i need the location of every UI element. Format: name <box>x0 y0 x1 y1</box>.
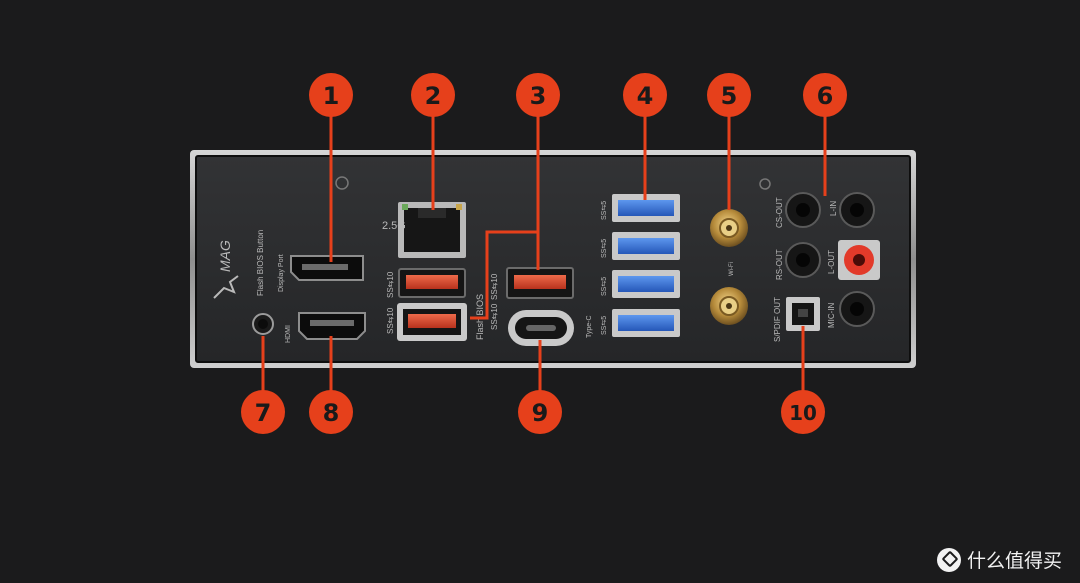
usb-ss10-label: SS⇆10 <box>386 307 395 334</box>
usb-ss5-label: SS⇆5 <box>601 277 608 296</box>
screw-icon <box>759 178 771 190</box>
wifi-label: Wi-Fi <box>729 262 735 276</box>
callout-8-label: 8 <box>323 399 340 427</box>
audio-cs-out-jack[interactable] <box>785 192 821 228</box>
usb-ss5-label: SS⇆5 <box>601 201 608 220</box>
usb-ss5-label: SS⇆5 <box>601 239 608 258</box>
audio-line-out-label: L-OUT <box>827 250 836 274</box>
watermark-logo-icon <box>936 547 961 572</box>
callout-badges: 1 2 3 4 5 6 7 8 <box>241 73 847 434</box>
usb-10g-port-top[interactable] <box>398 268 466 298</box>
callout-9-label: 9 <box>532 399 549 427</box>
audio-line-in-label: L-IN <box>829 201 838 216</box>
usb-10g-port-front[interactable] <box>506 267 574 299</box>
usb-ss5-label: SS⇆5 <box>601 316 608 335</box>
leader-3 <box>470 116 540 320</box>
watermark: 什么值得买 <box>936 546 1062 573</box>
callout-2-label: 2 <box>425 82 442 110</box>
hdmi-label: HDMI <box>285 325 292 343</box>
lan-speed-label: 2.5G <box>382 220 406 232</box>
usb-5g-port-1[interactable] <box>612 194 680 222</box>
callout-leaders <box>261 116 827 392</box>
callout-7-label: 7 <box>255 399 272 427</box>
wifi-antenna-connector-bottom[interactable] <box>710 287 748 325</box>
callout-10-label: 10 <box>789 401 817 425</box>
usb-type-c-port[interactable] <box>508 310 574 346</box>
usb-5g-port-4[interactable] <box>612 309 680 337</box>
usb-5g-port-3[interactable] <box>612 270 680 298</box>
usb-ss10-label: SS⇆10 <box>490 303 499 330</box>
audio-cs-out-label: CS-OUT <box>775 197 784 228</box>
callout-1-label: 1 <box>323 82 340 110</box>
type-c-label: Type-C <box>586 315 593 338</box>
spdif-out-label: S/PDIF OUT <box>773 297 782 342</box>
callout-5: 5 <box>707 73 751 117</box>
callout-9: 9 <box>518 390 562 434</box>
brand-area: MAG Flash BIOS Button Display Port HDMI <box>213 230 292 343</box>
audio-mic-in-label: MIC-IN <box>827 302 836 328</box>
brand-label: MAG <box>217 240 233 272</box>
audio-line-out-jack[interactable] <box>838 240 880 280</box>
flash-bios-button-label: Flash BIOS Button <box>256 230 265 296</box>
callout-4: 4 <box>623 73 667 117</box>
msi-dragon-logo-icon <box>213 275 239 299</box>
callout-7: 7 <box>241 390 285 434</box>
usb-5g-port-2[interactable] <box>612 232 680 260</box>
audio-rs-out-label: RS-OUT <box>775 249 784 280</box>
hdmi-port[interactable] <box>298 312 366 340</box>
audio-line-in-jack[interactable] <box>839 192 875 228</box>
wifi-antenna-connector-top[interactable] <box>710 209 748 247</box>
screw-icon <box>335 176 349 190</box>
spdif-optical-port[interactable] <box>786 297 820 331</box>
display-port-label: Display Port <box>278 254 285 292</box>
callout-1: 1 <box>309 73 353 117</box>
audio-rs-out-jack[interactable] <box>785 242 821 278</box>
callout-2: 2 <box>411 73 455 117</box>
callout-10: 10 <box>781 390 825 434</box>
callout-3-label: 3 <box>530 82 547 110</box>
lan-port[interactable] <box>398 202 466 258</box>
callout-3: 3 <box>516 73 560 117</box>
callout-8: 8 <box>309 390 353 434</box>
callout-5-label: 5 <box>721 82 738 110</box>
usb-flash-bios-port[interactable] <box>397 303 467 341</box>
audio-mic-in-jack[interactable] <box>839 291 875 327</box>
usb-ss10-label: SS⇆10 <box>490 273 499 300</box>
callout-6-label: 6 <box>817 82 834 110</box>
callout-6: 6 <box>803 73 847 117</box>
callout-4-label: 4 <box>637 82 654 110</box>
usb-ss10-label: SS⇆10 <box>386 271 395 298</box>
flash-bios-button[interactable] <box>252 313 274 335</box>
displayport-port[interactable] <box>290 255 364 281</box>
watermark-text: 什么值得买 <box>966 550 1062 572</box>
